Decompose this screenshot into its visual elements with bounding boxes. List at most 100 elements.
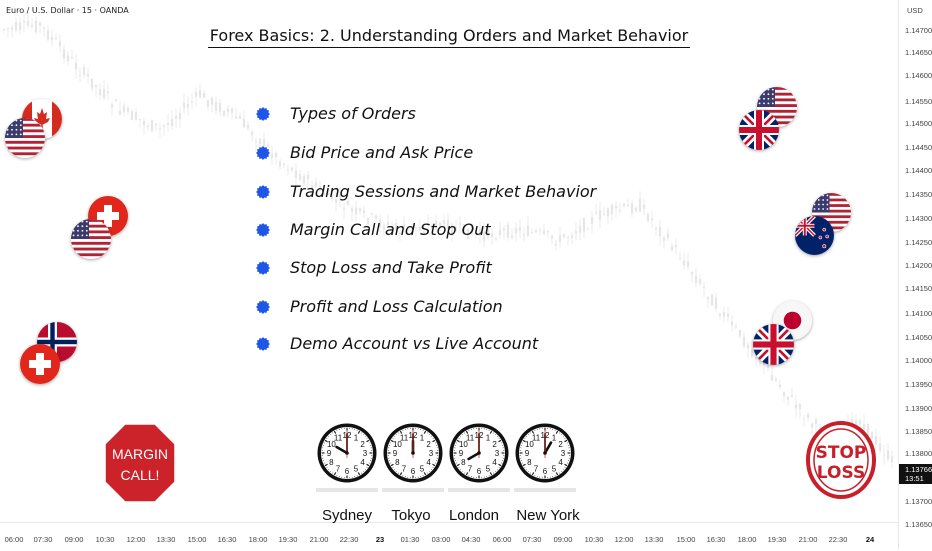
analog-clock-icon: 123456789101112: [316, 414, 378, 492]
candle-body: [603, 214, 605, 215]
symbol-label[interactable]: Euro / U.S. Dollar · 15 · OANDA: [6, 6, 129, 15]
candle-body: [711, 294, 713, 305]
candle-body: [587, 229, 589, 230]
candle-body: [191, 101, 193, 102]
candle-body: [251, 132, 253, 135]
candle-body: [679, 258, 681, 259]
candle-body: [75, 62, 77, 69]
candle-body: [555, 244, 557, 246]
svg-text:11: 11: [400, 433, 409, 442]
candle-body: [883, 454, 885, 455]
price-tick: 1.14000: [905, 356, 932, 365]
candle-body: [231, 108, 233, 112]
candle-body: [631, 203, 633, 213]
price-tick: 1.13700: [905, 497, 932, 506]
candle-body: [571, 235, 573, 237]
candle-body: [87, 74, 89, 76]
candle-body: [791, 395, 793, 397]
candle-body: [211, 98, 213, 105]
price-tick: 1.13950: [905, 380, 932, 389]
candle-body: [167, 123, 169, 125]
candle-body: [583, 218, 585, 232]
svg-text:6: 6: [345, 467, 350, 476]
topic-item: Margin Call and Stop Out: [256, 220, 491, 239]
time-tick: 07:30: [34, 535, 53, 544]
topic-label: Trading Sessions and Market Behavior: [290, 182, 596, 201]
candle-body: [183, 103, 185, 108]
time-tick: 22:30: [340, 535, 359, 544]
candle-body: [123, 106, 125, 112]
svg-text:2: 2: [558, 440, 563, 449]
candle-body: [759, 363, 761, 364]
candle-body: [747, 345, 749, 348]
svg-text:11: 11: [334, 433, 343, 442]
candle-body: [879, 444, 881, 451]
candle-body: [775, 379, 777, 381]
candle-body: [247, 125, 249, 129]
currency-label[interactable]: USD: [907, 6, 923, 15]
clock-city-label: Tokyo: [391, 507, 430, 524]
price-tick: 1.14700: [905, 26, 932, 35]
clock-city-label: New York: [516, 507, 579, 524]
candle-body: [667, 233, 669, 237]
candle-body: [295, 170, 297, 178]
candle-body: [207, 100, 209, 106]
svg-text:5: 5: [552, 465, 557, 474]
candle-body: [687, 262, 689, 267]
candle-body: [223, 111, 225, 116]
time-tick: 12:00: [127, 535, 146, 544]
candle-body: [287, 169, 289, 170]
candle-body: [119, 111, 121, 115]
candle-body: [491, 234, 493, 238]
margin-sign-line1: MARGIN: [112, 446, 168, 462]
stop-sign-line1: STOP: [816, 443, 867, 463]
candle-body: [203, 93, 205, 98]
svg-text:3: 3: [429, 449, 434, 458]
svg-text:8: 8: [329, 458, 334, 467]
price-tick: 1.14200: [905, 261, 932, 270]
candle-body: [127, 108, 129, 112]
bullet-badge-icon: [256, 261, 270, 275]
time-tick: 06:00: [493, 535, 512, 544]
candle-body: [499, 230, 501, 235]
price-tick: 1.14550: [905, 97, 932, 106]
candle-body: [171, 119, 173, 126]
time-tick: 18:00: [738, 535, 757, 544]
candle-body: [511, 236, 513, 238]
candle-body: [807, 414, 809, 417]
candle-body: [355, 208, 357, 214]
candle-body: [787, 396, 789, 399]
clock-tokyo: 123456789101112: [382, 414, 444, 492]
candle-body: [887, 450, 889, 459]
flag-new-zealand-icon: [795, 216, 834, 255]
svg-text:4: 4: [492, 458, 497, 467]
candle-body: [739, 330, 741, 337]
clock-sydney: 123456789101112: [316, 414, 378, 492]
svg-text:2: 2: [426, 440, 431, 449]
bullet-badge-icon: [256, 300, 270, 314]
candle-body: [655, 228, 657, 229]
candle-body: [243, 119, 245, 127]
candle-body: [63, 50, 65, 59]
time-tick: 03:00: [432, 535, 451, 544]
svg-text:7: 7: [534, 465, 539, 474]
candle-body: [599, 210, 601, 220]
candle-body: [135, 112, 137, 120]
candle-body: [551, 236, 553, 239]
price-tick: 1.14100: [905, 309, 932, 318]
candle-body: [343, 209, 345, 210]
candle-body: [647, 214, 649, 221]
svg-text:6: 6: [543, 467, 548, 476]
candle-body: [235, 117, 237, 118]
time-tick: 13:30: [645, 535, 664, 544]
topic-label: Profit and Loss Calculation: [290, 297, 503, 316]
margin-sign-line2: CALL!: [121, 467, 160, 483]
candle-body: [579, 226, 581, 233]
candle-body: [227, 109, 229, 112]
candle-body: [635, 208, 637, 211]
time-tick: 15:00: [188, 535, 207, 544]
price-tick: 1.14350: [905, 190, 932, 199]
svg-text:1: 1: [552, 433, 557, 442]
